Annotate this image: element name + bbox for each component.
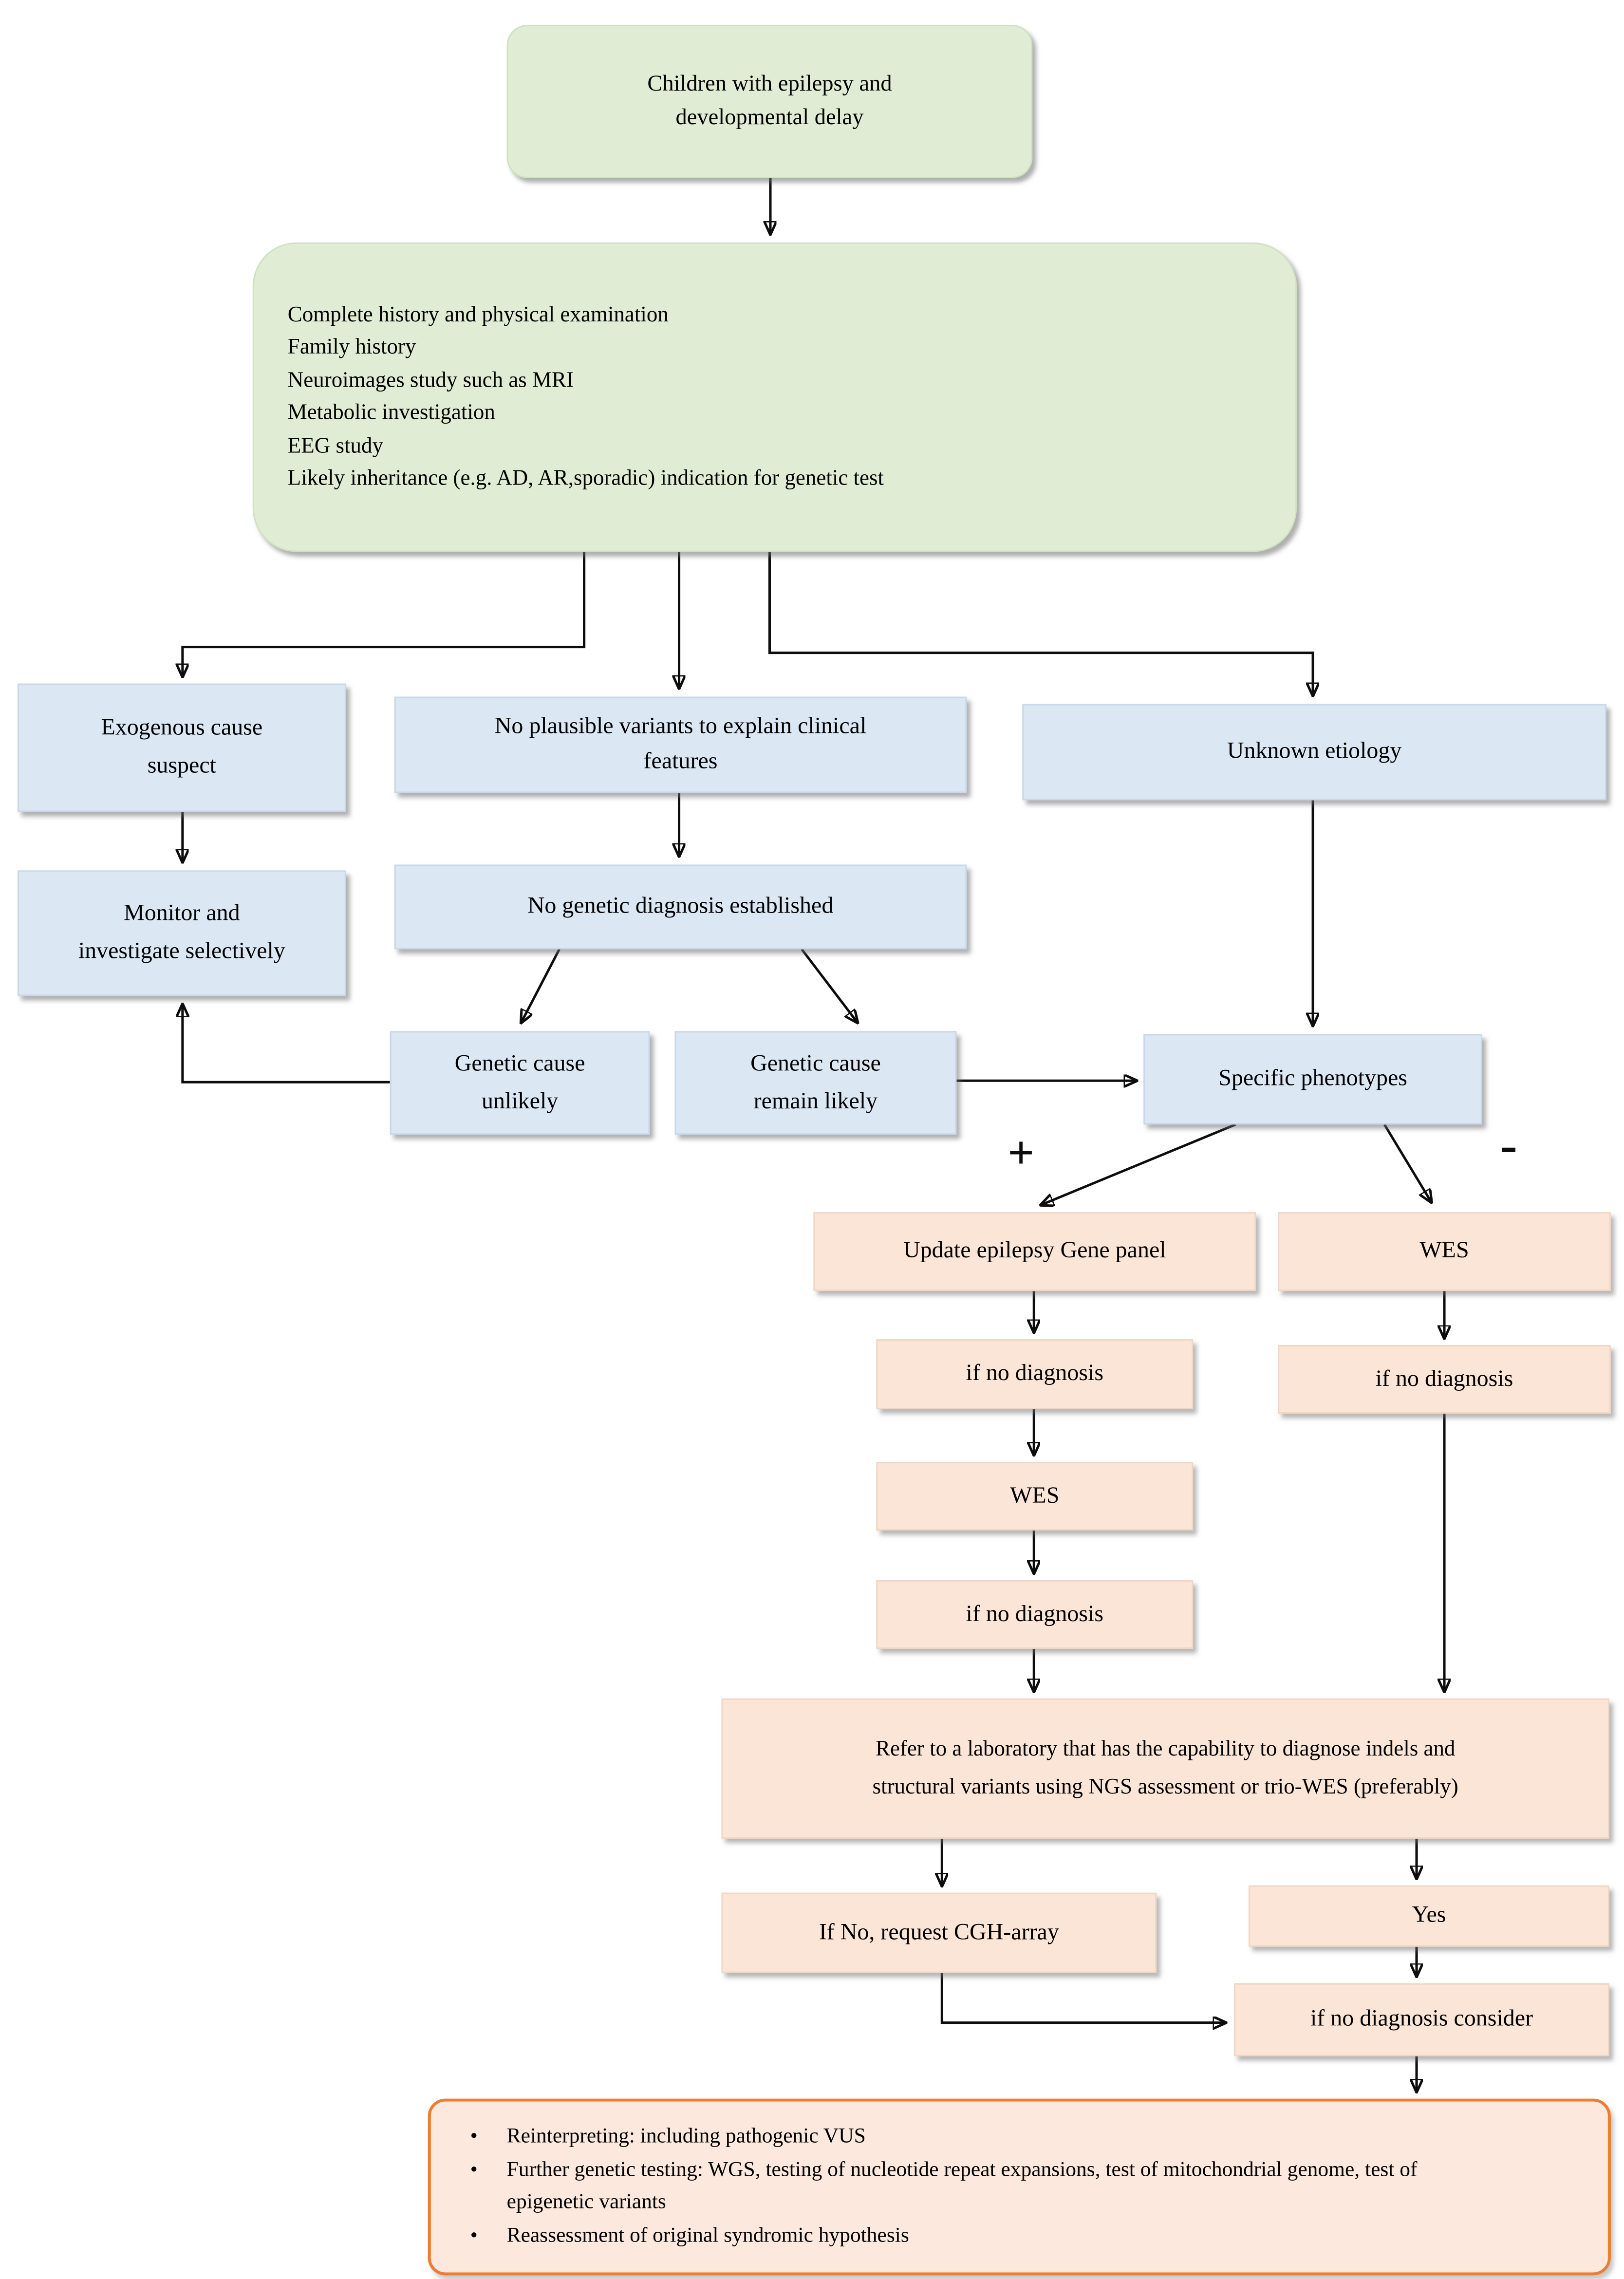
workup-item: Likely inheritance (e.g. AD, AR,sporadic… — [287, 467, 884, 491]
node-if-no-diagnosis-consider: if no diagnosis consider — [1234, 1983, 1609, 2056]
arrow-unlikely-to-monitor — [183, 1005, 390, 1083]
node-text: investigate selectively — [78, 939, 285, 964]
minus-branch-label: - — [1499, 1116, 1517, 1175]
workup-item: Metabolic investigation — [287, 401, 495, 425]
node-if-no-diagnosis-left-1: if no diagnosis — [876, 1339, 1194, 1410]
plus-branch-label: + — [1008, 1126, 1034, 1179]
node-text: Genetic cause — [454, 1051, 585, 1076]
list-item-text: Further genetic testing: WGS, testing of… — [506, 2158, 1418, 2213]
node-yes: Yes — [1249, 1885, 1609, 1947]
list-item: • Reinterpreting: including pathogenic V… — [467, 2122, 1456, 2153]
final-considerations-list: • Reinterpreting: including pathogenic V… — [431, 2120, 1476, 2254]
node-no-genetic-diagnosis: No genetic diagnosis established — [394, 864, 967, 950]
node-text: Update epilepsy Gene panel — [903, 1238, 1166, 1264]
workup-item: Family history — [287, 336, 416, 359]
node-if-no-diagnosis-right: if no diagnosis — [1278, 1345, 1611, 1414]
node-text: No genetic diagnosis established — [527, 894, 834, 919]
node-text: if no diagnosis consider — [1310, 2006, 1533, 2032]
workup-item: Complete history and physical examinatio… — [287, 303, 669, 327]
node-text: Children with epilepsy and — [647, 72, 892, 97]
node-request-cgh-array: If No, request CGH-array — [721, 1892, 1157, 1973]
bullet-icon: • — [470, 2125, 478, 2148]
node-text: structural variants using NGS assessment… — [872, 1775, 1458, 1799]
node-unknown-etiology: Unknown etiology — [1022, 704, 1606, 801]
arrow-workup-to-unknown — [768, 552, 1313, 695]
node-children-epilepsy: Children with epilepsy and developmental… — [506, 24, 1033, 178]
node-text: Specific phenotypes — [1218, 1066, 1407, 1091]
node-refer-laboratory: Refer to a laboratory that has the capab… — [721, 1698, 1609, 1839]
arrow-cgh-to-consider — [940, 1973, 1225, 2023]
node-final-considerations: • Reinterpreting: including pathogenic V… — [428, 2098, 1611, 2276]
arrow-specific-to-wes — [1383, 1123, 1431, 1202]
node-text: if no diagnosis — [966, 1601, 1104, 1626]
node-text: if no diagnosis — [1375, 1366, 1513, 1391]
arrow-specific-to-updatepanel — [1041, 1123, 1236, 1205]
arrow-nogenetic-to-remain — [801, 948, 857, 1022]
node-initial-workup: Complete history and physical examinatio… — [252, 242, 1297, 552]
node-text: Yes — [1412, 1903, 1446, 1928]
node-wes-left: WES — [876, 1461, 1194, 1531]
node-text: Refer to a laboratory that has the capab… — [875, 1737, 1456, 1761]
list-item-text: Reassessment of original syndromic hypot… — [506, 2223, 909, 2247]
arrow-workup-to-exogenous — [183, 552, 586, 676]
arrow-nogenetic-to-unlikely — [522, 949, 560, 1022]
node-text: features — [643, 749, 718, 774]
node-exogenous-cause: Exogenous cause suspect — [17, 683, 346, 812]
node-text: WES — [1010, 1483, 1060, 1508]
node-text: Genetic cause — [750, 1051, 881, 1076]
node-text: unlikely — [482, 1088, 559, 1114]
node-text: If No, request CGH-array — [819, 1920, 1059, 1945]
node-genetic-cause-remain-likely: Genetic cause remain likely — [674, 1031, 957, 1135]
node-monitor-investigate: Monitor and investigate selectively — [17, 870, 346, 996]
node-text: developmental delay — [675, 104, 864, 130]
workup-item: EEG study — [287, 434, 384, 458]
list-item-text: Reinterpreting: including pathogenic VUS — [506, 2125, 866, 2148]
node-text: Unknown etiology — [1227, 739, 1402, 764]
bullet-icon: • — [470, 2223, 478, 2247]
node-text: Exogenous cause — [101, 715, 263, 740]
node-update-gene-panel: Update epilepsy Gene panel — [813, 1212, 1256, 1291]
node-if-no-diagnosis-left-2: if no diagnosis — [876, 1580, 1194, 1649]
node-text: Monitor and — [124, 901, 240, 927]
node-no-plausible-variants: No plausible variants to explain clinica… — [394, 696, 967, 793]
node-specific-phenotypes: Specific phenotypes — [1143, 1034, 1482, 1125]
list-item: Reassessment of original syndromic hypot… — [467, 2221, 1456, 2252]
node-text: if no diagnosis — [966, 1361, 1104, 1386]
node-genetic-cause-unlikely: Genetic cause unlikely — [390, 1031, 650, 1135]
workup-item: Neuroimages study such as MRI — [287, 369, 574, 392]
node-text: WES — [1419, 1238, 1469, 1264]
node-text: No plausible variants to explain clinica… — [494, 714, 867, 739]
node-text: suspect — [147, 753, 216, 779]
bullet-icon: • — [470, 2158, 478, 2182]
node-text: remain likely — [753, 1088, 878, 1114]
list-item: • Further genetic testing: WGS, testing … — [467, 2156, 1456, 2219]
node-wes-right: WES — [1278, 1212, 1611, 1291]
